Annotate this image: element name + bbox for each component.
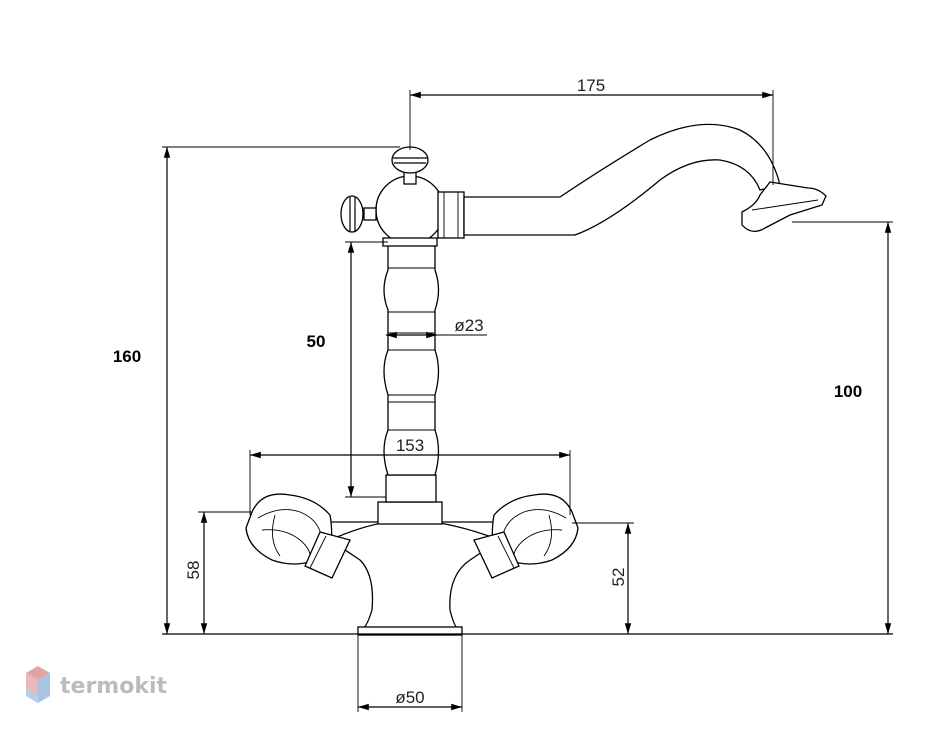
cube-icon xyxy=(26,666,50,703)
label-52: 52 xyxy=(609,568,628,587)
logo-wordmark: termokit xyxy=(60,674,167,699)
dimension-lines xyxy=(162,90,893,712)
label-100: 100 xyxy=(834,382,862,401)
aerator xyxy=(741,181,827,232)
side-stem xyxy=(363,207,377,221)
label-diameter-23: ø23 xyxy=(454,316,483,335)
label-160: 160 xyxy=(113,347,141,366)
spout-collar xyxy=(437,191,465,239)
termokit-logo: termokit xyxy=(26,666,167,703)
base-collar xyxy=(377,501,443,525)
top-stem xyxy=(403,171,417,185)
column-ring-low xyxy=(385,474,437,503)
label-175: 175 xyxy=(577,76,605,95)
hub-ball xyxy=(375,175,445,245)
label-58: 58 xyxy=(184,561,203,580)
label-50: 50 xyxy=(307,332,326,351)
faucet-body xyxy=(245,123,827,636)
dimension-labels: 175 160 50 100 ø23 153 58 52 ø50 xyxy=(113,76,862,707)
label-153: 153 xyxy=(396,436,424,455)
spout xyxy=(463,123,781,236)
hub-neck xyxy=(382,237,438,247)
left-handle xyxy=(245,493,351,579)
right-handle xyxy=(473,493,579,579)
mounting-foot xyxy=(357,626,463,636)
side-knob xyxy=(340,195,364,233)
top-knob xyxy=(391,146,429,174)
label-diameter-50: ø50 xyxy=(395,688,424,707)
